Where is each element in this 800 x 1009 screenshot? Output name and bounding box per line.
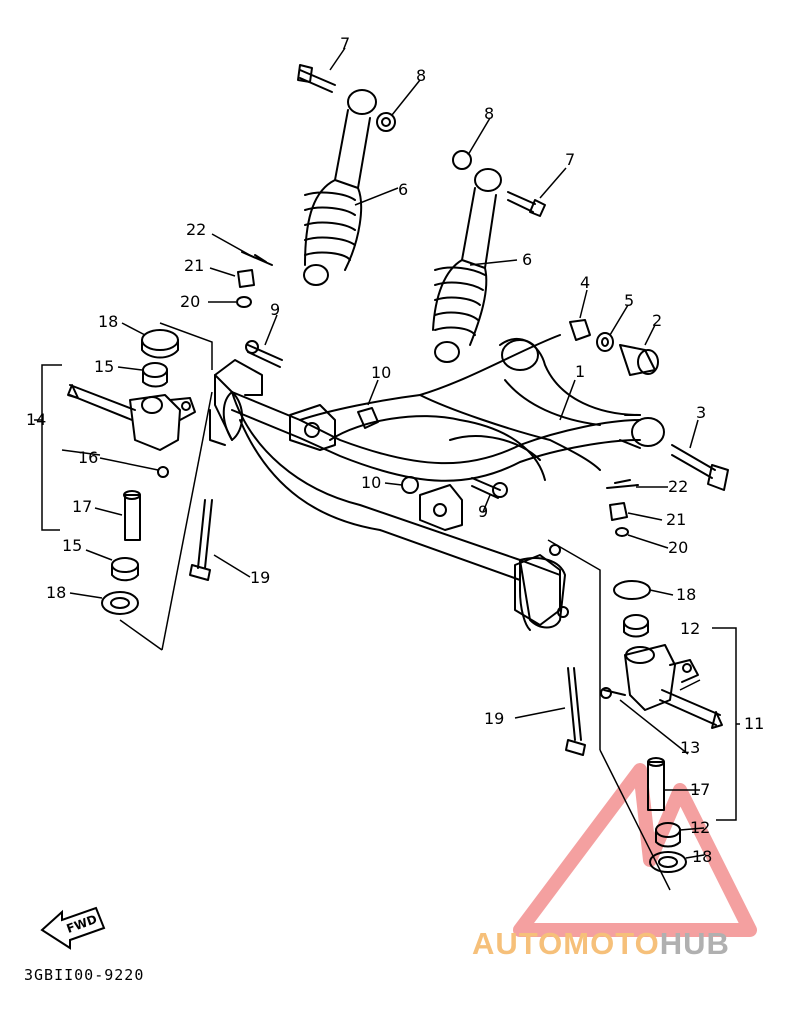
nut-top-left: [376, 112, 396, 132]
label-part-15-left-bottom: 15: [62, 536, 83, 555]
nut-top-right: [452, 150, 472, 170]
label-part-11: 11: [744, 714, 765, 733]
pin-17-right: [647, 757, 665, 811]
watermark-logo: [513, 763, 757, 937]
label-part-7-right: 7: [565, 150, 576, 169]
left-knuckle: [67, 384, 196, 451]
label-part-12-right-top: 12: [680, 619, 701, 638]
label-part-17-right: 17: [690, 780, 711, 799]
label-part-13: 13: [680, 738, 701, 757]
label-part-22-left: 22: [186, 220, 207, 239]
label-part-19-left: 19: [250, 568, 271, 587]
label-part-3: 3: [696, 403, 707, 422]
fwd-arrow-icon: [40, 906, 106, 950]
washer-20-right: [615, 527, 629, 537]
label-part-8-right: 8: [484, 104, 495, 123]
bush-15-left-bottom: [111, 557, 139, 582]
label-part-6-right: 6: [522, 250, 533, 269]
watermark-auto: AUTO: [472, 926, 564, 961]
nut-10-left: [357, 407, 379, 429]
label-part-21-left: 21: [184, 256, 205, 275]
bolt-9-right: [471, 477, 508, 499]
washer-20-left: [236, 296, 252, 308]
cotter-pin-22-right: [606, 479, 639, 489]
label-part-10-left: 10: [371, 363, 392, 382]
label-part-18-left-top: 18: [98, 312, 119, 331]
leader-lines: [34, 47, 740, 891]
bolt-13-right: [600, 687, 626, 699]
right-knuckle: [624, 644, 723, 729]
label-part-15-left-top: 15: [94, 357, 115, 376]
shock-absorber-right: [432, 168, 502, 363]
pivot-bolt-19-right: [565, 667, 586, 756]
label-part-21-right: 21: [666, 510, 687, 529]
label-part-18-right-top: 18: [676, 585, 697, 604]
nut-21-right: [609, 502, 628, 521]
label-part-9-left: 9: [270, 300, 281, 319]
label-part-20-right: 20: [668, 538, 689, 557]
pin-17-left: [123, 490, 141, 541]
front-arm-frame: [209, 334, 665, 631]
bolt-9-left: [245, 340, 283, 368]
label-part-2: 2: [652, 311, 663, 330]
nut-4: [569, 319, 591, 341]
bush-15-left-top: [142, 362, 168, 388]
label-part-12-right-bottom: 12: [690, 818, 711, 837]
label-part-19-right: 19: [484, 709, 505, 728]
bolt-top-left: [297, 64, 336, 93]
nut-10-right: [401, 476, 419, 494]
watermark-text: AUTOMOTOHUB: [472, 926, 730, 962]
label-part-20-left: 20: [180, 292, 201, 311]
diagram-code: 3GBII00-9220: [24, 966, 145, 984]
label-part-18-right-bottom: 18: [692, 847, 713, 866]
pivot-bolt-19-left: [189, 499, 213, 581]
label-part-10-right: 10: [361, 473, 382, 492]
dust-seal-18-right-top: [613, 580, 651, 600]
label-part-16: 16: [78, 448, 99, 467]
label-part-7-left: 7: [340, 34, 351, 53]
label-part-9-right: 9: [478, 502, 489, 521]
label-part-22-right: 22: [668, 477, 689, 496]
label-part-6-left: 6: [398, 180, 409, 199]
washer-5: [596, 332, 614, 352]
watermark-hub: HUB: [659, 926, 730, 961]
label-part-1: 1: [575, 362, 586, 381]
nut-21-left: [237, 269, 255, 288]
bush-12-right-top: [623, 614, 649, 638]
bolt-3: [671, 444, 729, 491]
label-part-5: 5: [624, 291, 635, 310]
bush-2: [619, 344, 659, 376]
watermark-moto: MOTO: [563, 926, 660, 961]
label-part-18-left-bottom: 18: [46, 583, 67, 602]
label-part-17-left: 17: [72, 497, 93, 516]
nut-16-left: [157, 466, 169, 478]
label-part-8-left: 8: [416, 66, 427, 85]
dust-seal-18-left-top: [141, 329, 179, 359]
dust-seal-18-left-bottom: [101, 591, 139, 615]
bolt-top-right: [507, 191, 546, 217]
shock-absorber-left: [303, 89, 377, 286]
dust-seal-18-right-bottom: [649, 851, 687, 873]
label-part-14: 14: [26, 410, 47, 429]
label-part-4: 4: [580, 273, 591, 292]
